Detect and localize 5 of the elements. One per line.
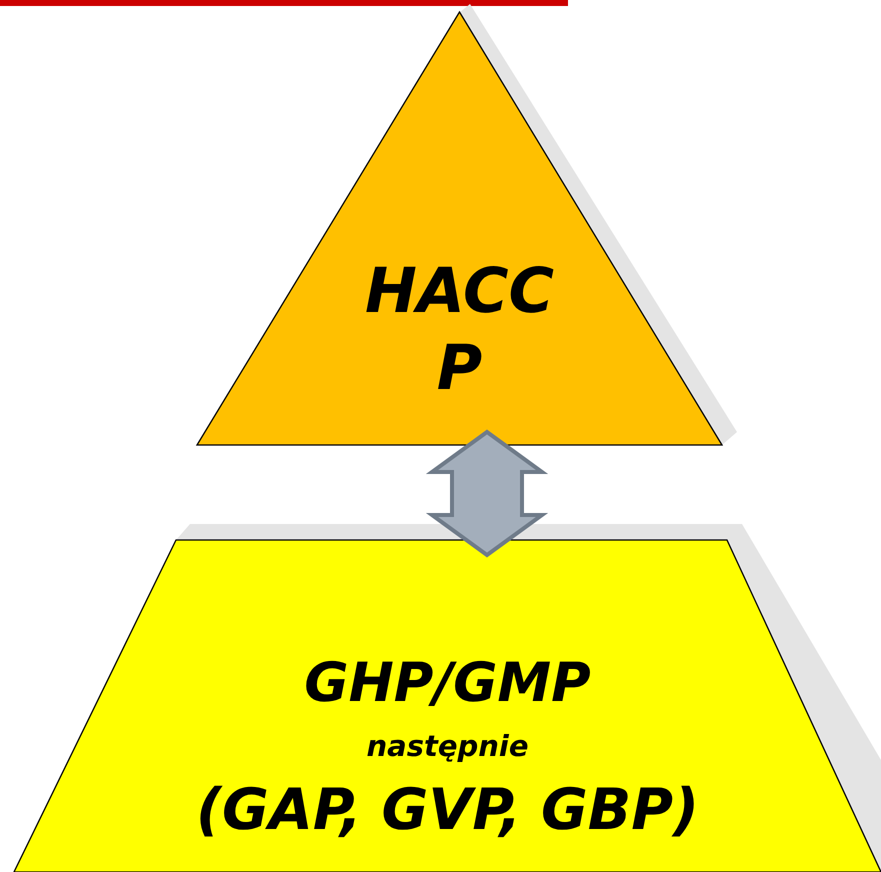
triangle-label: HACCP bbox=[364, 253, 555, 406]
trapezoid-heading: GHP/GMP bbox=[304, 650, 591, 716]
double-arrow bbox=[426, 430, 548, 558]
trapezoid-subtext: następnie bbox=[366, 728, 529, 764]
trapezoid-list: (GAP, GVP, GBP) bbox=[196, 776, 700, 844]
